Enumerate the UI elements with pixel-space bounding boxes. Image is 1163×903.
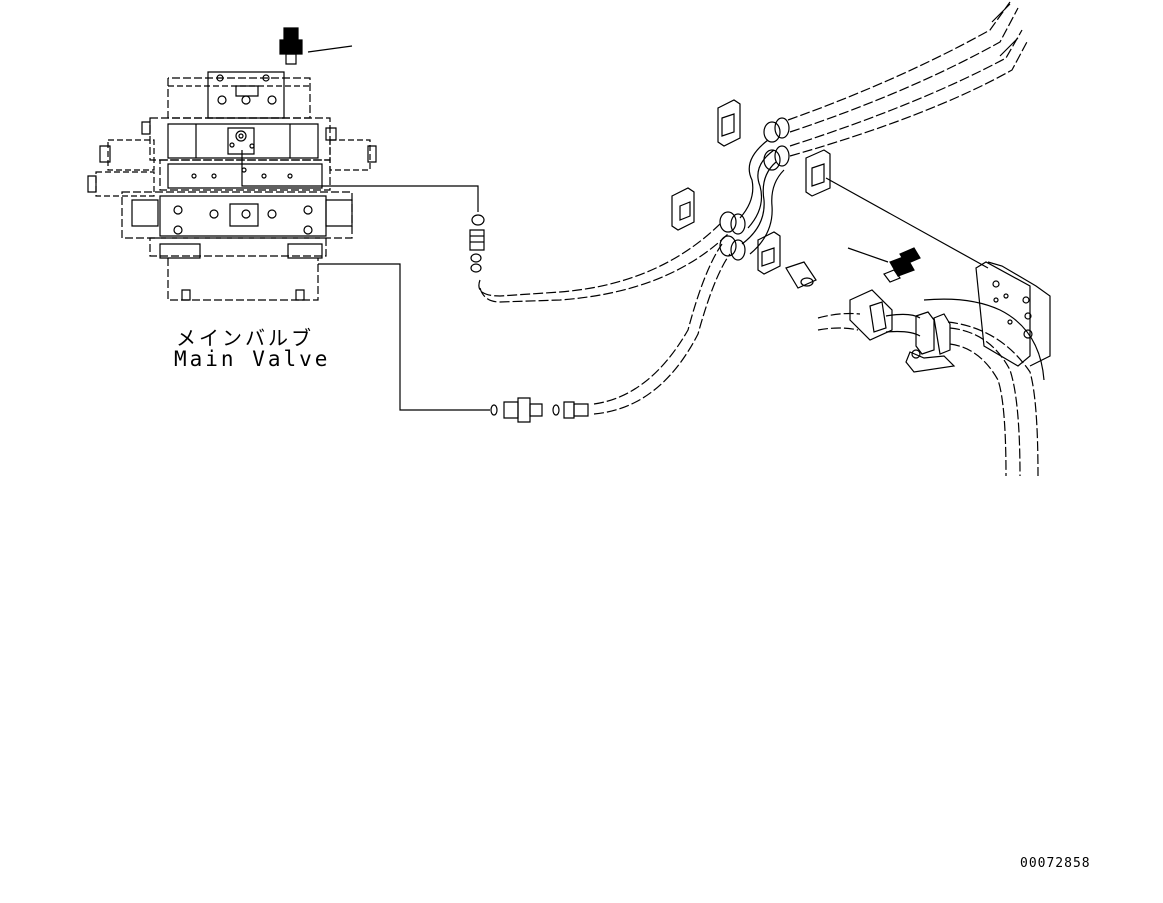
clamp-brackets: [672, 100, 830, 274]
long-hoses: [788, 2, 1028, 156]
lower-fittings: [491, 398, 588, 422]
upper-fittings: [470, 215, 484, 272]
pressure-sensor-top: [280, 28, 352, 64]
pressure-sensor-right: [848, 248, 920, 282]
main-valve-label-japanese: メインバルブ: [176, 326, 314, 350]
pilot-line-upper: [242, 150, 478, 212]
upper-hose: [479, 222, 730, 302]
mounting-bracket: [976, 262, 1050, 366]
main-valve-label-english: Main Valve: [174, 347, 331, 371]
manifold-fittings: [720, 118, 789, 260]
lower-hose: [594, 244, 730, 414]
leader-line: [826, 178, 988, 268]
main-pipe: [818, 290, 1044, 476]
pilot-line-lower: [318, 264, 490, 410]
spacer-cylinder: [786, 262, 816, 288]
main-valve-body: [88, 72, 376, 300]
figure-number: 00072858: [1020, 856, 1091, 871]
